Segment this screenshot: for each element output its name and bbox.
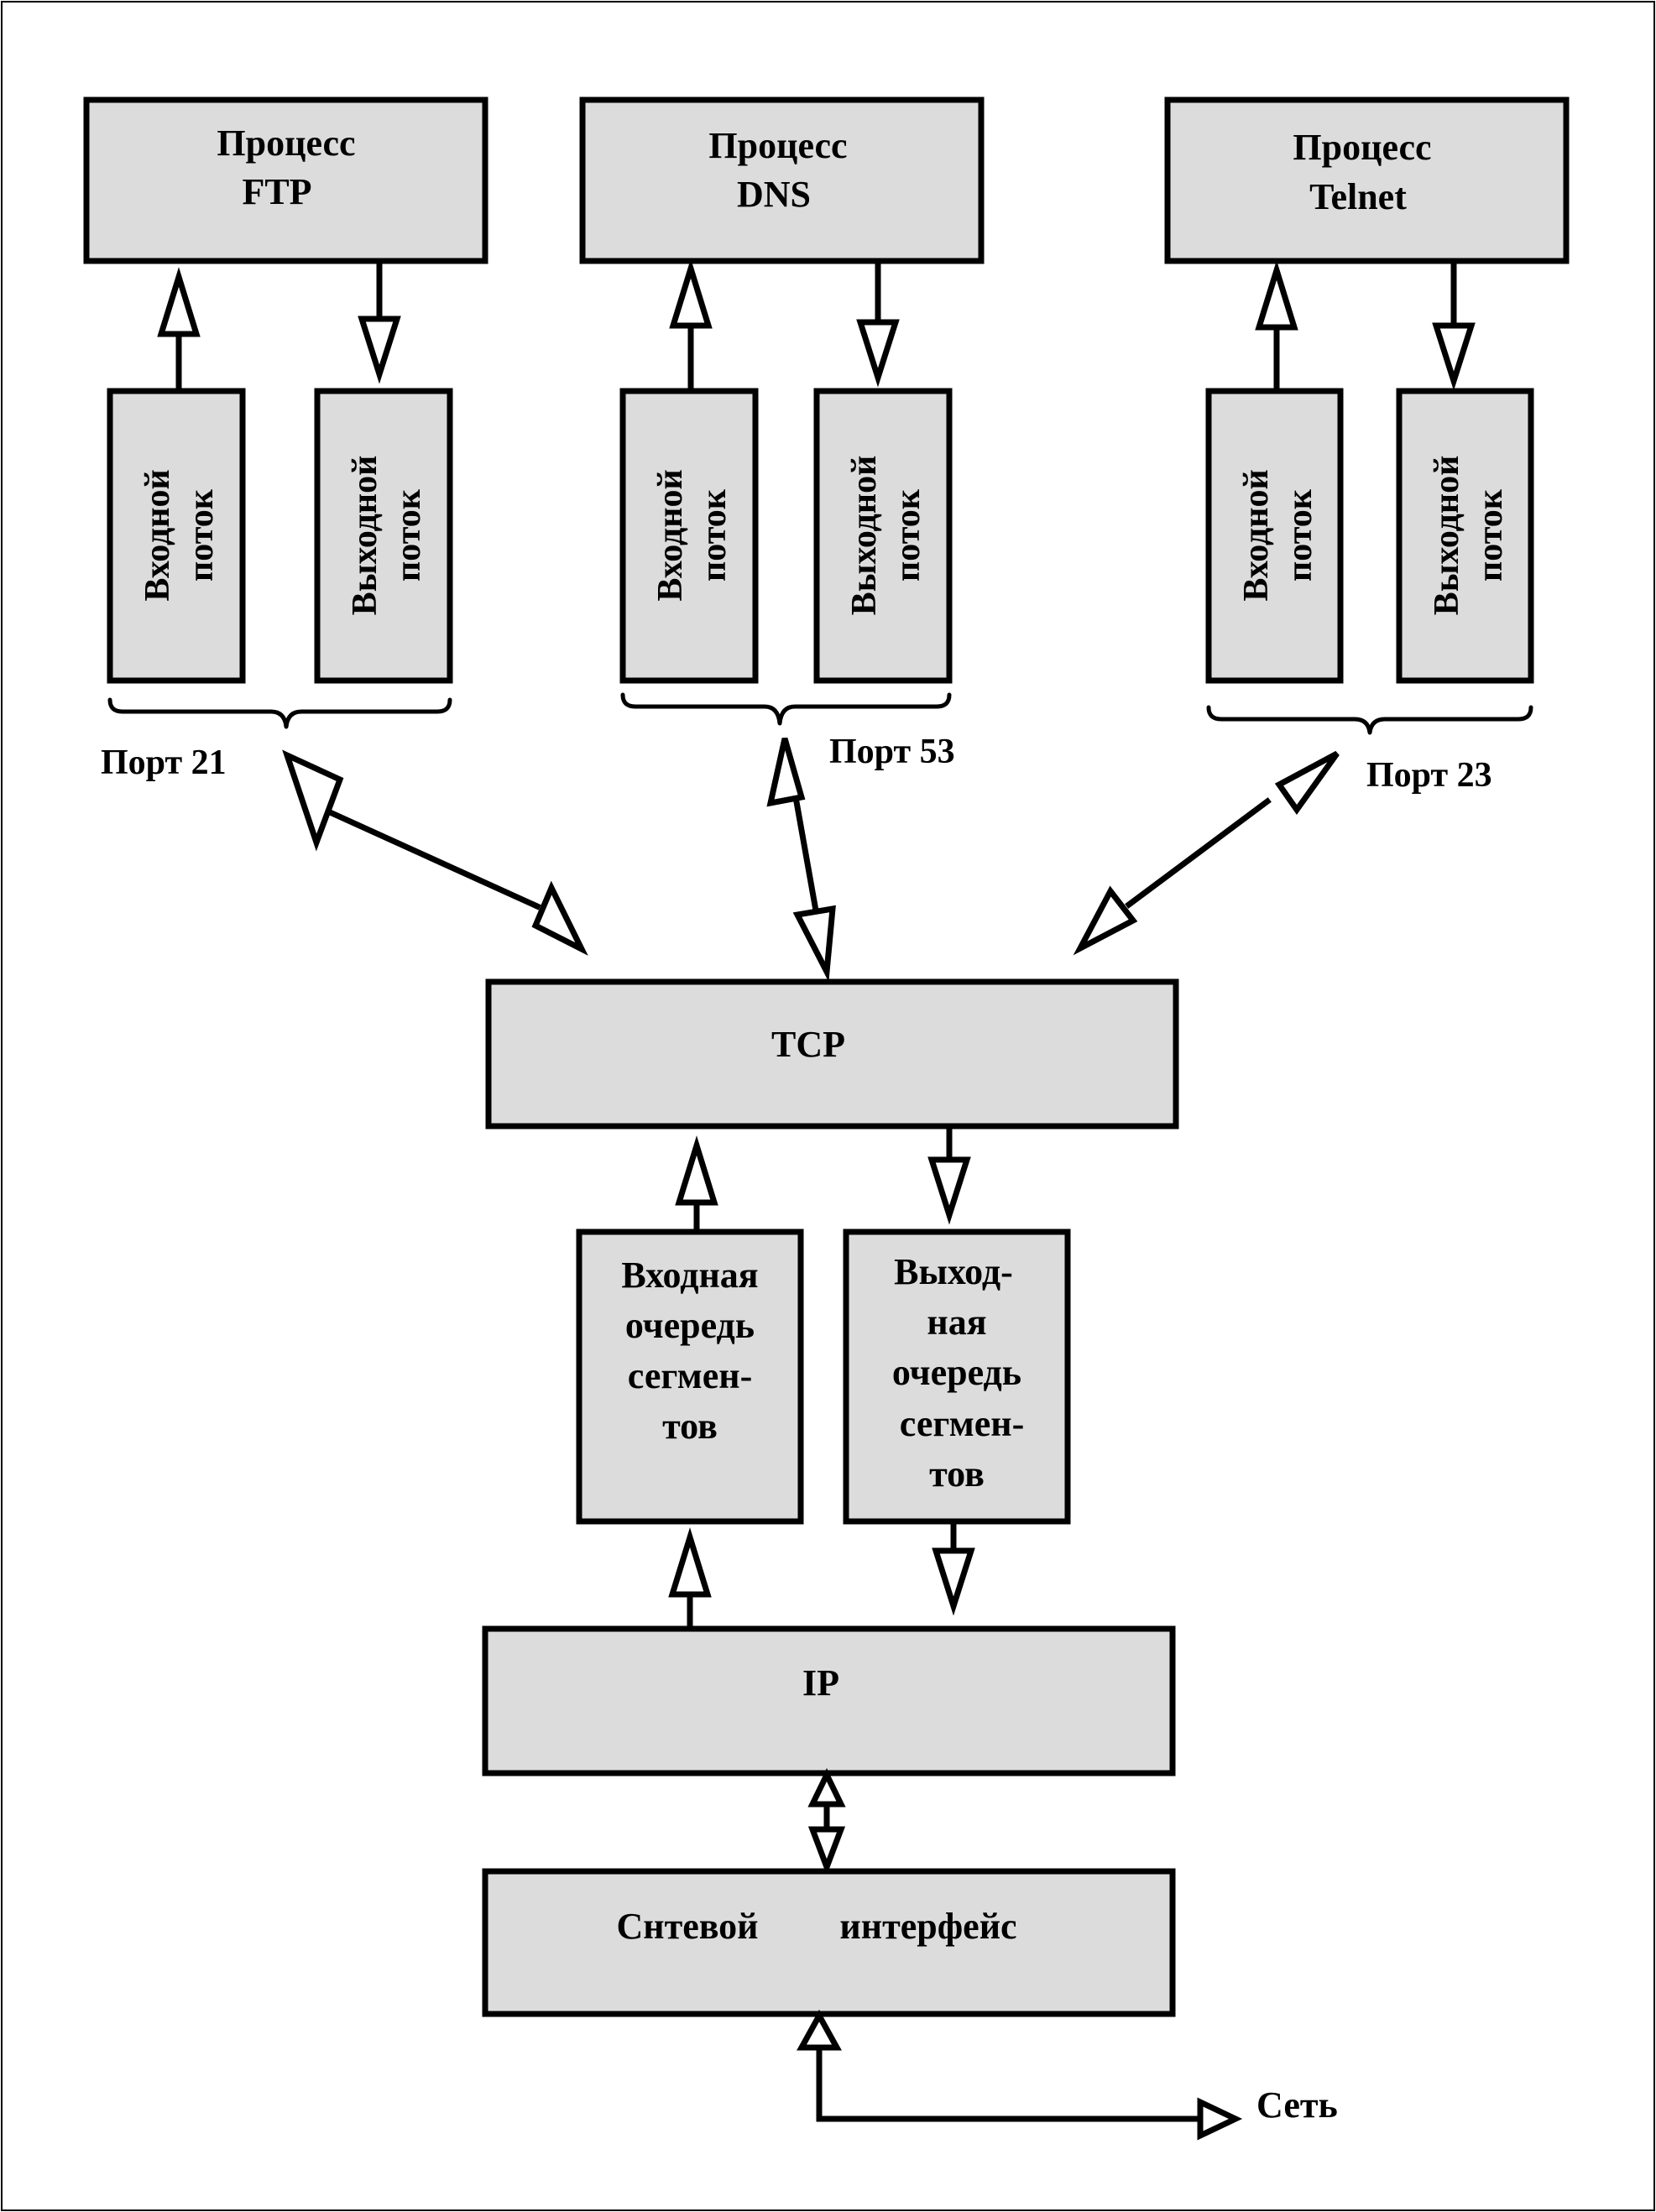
telnet-port-brace — [1206, 705, 1533, 735]
dns-output-stream-line2: поток — [889, 488, 927, 582]
input-queue-line1: Входная — [621, 1255, 758, 1296]
tcp-label: TCP — [771, 1024, 845, 1065]
tcp-box — [485, 978, 1179, 1129]
telnet-output-arrow — [1432, 258, 1476, 391]
telnet-input-stream-line2: поток — [1281, 488, 1319, 582]
input-queue-line2: очередь — [625, 1305, 755, 1346]
dns-output-arrow — [856, 258, 900, 388]
process-ftp-name: FTP — [242, 171, 311, 212]
output-queue: Выход- ная очередь сегмен- тов — [843, 1229, 1071, 1525]
dns-input-stream-line1: Входной — [651, 469, 690, 601]
input-queue-to-tcp-arrow — [675, 1135, 718, 1235]
process-telnet-name: Telnet — [1309, 176, 1407, 217]
dns-output-stream-box — [813, 388, 953, 684]
ftp-output-stream-line1: Выходной — [346, 456, 384, 616]
dns-input-stream-box — [619, 388, 759, 684]
port-21-label: Порт 21 — [101, 743, 227, 782]
ftp-output-stream-line2: поток — [389, 488, 428, 582]
output-queue-to-ip-arrow — [932, 1518, 975, 1616]
ip-interface-arrow — [807, 1767, 846, 1876]
ftp-input-arrow — [157, 267, 201, 394]
tcp-to-output-queue-arrow — [927, 1123, 971, 1225]
process-dns: Процесс DNS — [579, 97, 985, 264]
ip-box — [482, 1625, 1176, 1776]
ftp-input-stream: Входной поток — [107, 388, 246, 684]
dns-output-stream: Выходной поток — [813, 388, 953, 684]
output-queue-box — [843, 1229, 1071, 1525]
port-21-tcp-arrow — [282, 749, 588, 956]
telnet-output-stream: Выходной поток — [1396, 388, 1534, 684]
input-queue: Входная очередь сегмен- тов — [576, 1229, 804, 1525]
input-queue-box — [576, 1229, 804, 1525]
telnet-output-stream-line2: поток — [1471, 488, 1510, 582]
output-queue-line4: сегмен- — [900, 1403, 1025, 1444]
ftp-output-stream-box — [314, 388, 453, 684]
ftp-output-stream: Выходной поток — [314, 388, 453, 684]
output-queue-line3: очередь — [892, 1352, 1021, 1393]
network-arrow — [797, 2009, 1243, 2141]
ftp-input-stream-line2: поток — [182, 488, 221, 582]
port-53-label: Порт 53 — [829, 733, 955, 771]
dns-port-brace — [620, 692, 952, 726]
ip-to-input-queue-arrow — [668, 1527, 712, 1632]
process-dns-box — [579, 97, 985, 264]
ftp-port-brace — [107, 697, 452, 729]
port-23-tcp-arrow — [1073, 750, 1340, 956]
dns-output-stream-line1: Выходной — [845, 456, 884, 616]
process-dns-label: Процесс — [708, 125, 847, 166]
network-interface: Снтевой интерфейс — [482, 1868, 1176, 2017]
output-queue-line5: тов — [929, 1453, 985, 1495]
dns-input-stream-line2: поток — [695, 488, 734, 582]
port-53-tcp-arrow — [766, 738, 836, 983]
ip-label: IP — [802, 1662, 839, 1703]
output-queue-line2: ная — [927, 1302, 986, 1343]
ftp-input-stream-line1: Входной — [138, 469, 177, 601]
network-interface-box — [482, 1868, 1176, 2017]
output-queue-line1: Выход- — [894, 1251, 1013, 1292]
network-interface-label-part2: интерфейс — [839, 1906, 1016, 1947]
telnet-input-stream: Входной поток — [1205, 388, 1344, 684]
process-telnet-box — [1164, 97, 1570, 264]
process-ftp-box — [83, 97, 488, 264]
dns-input-stream: Входной поток — [619, 388, 759, 684]
input-queue-line4: тов — [662, 1406, 718, 1447]
dns-input-arrow — [669, 258, 713, 394]
port-23-label: Порт 23 — [1366, 756, 1492, 795]
network-interface-label-part1: Снтевой — [616, 1906, 758, 1947]
telnet-output-stream-box — [1396, 388, 1534, 684]
telnet-output-stream-line1: Выходной — [1428, 456, 1466, 616]
process-dns-name: DNS — [737, 174, 811, 215]
input-queue-line3: сегмен- — [628, 1355, 753, 1396]
telnet-input-arrow — [1255, 260, 1298, 394]
telnet-input-stream-box — [1205, 388, 1344, 684]
ftp-output-arrow — [358, 258, 401, 384]
process-telnet-label: Процесс — [1293, 127, 1431, 168]
network-label: Сеть — [1256, 2084, 1338, 2126]
process-telnet: Процесс Telnet — [1164, 97, 1570, 264]
process-ftp-label: Процесс — [217, 123, 355, 164]
process-ftp: Процесс FTP — [83, 97, 488, 264]
telnet-input-stream-line1: Входной — [1237, 469, 1276, 601]
tcp-layer: TCP — [485, 978, 1179, 1129]
ip-layer: IP — [482, 1625, 1176, 1776]
